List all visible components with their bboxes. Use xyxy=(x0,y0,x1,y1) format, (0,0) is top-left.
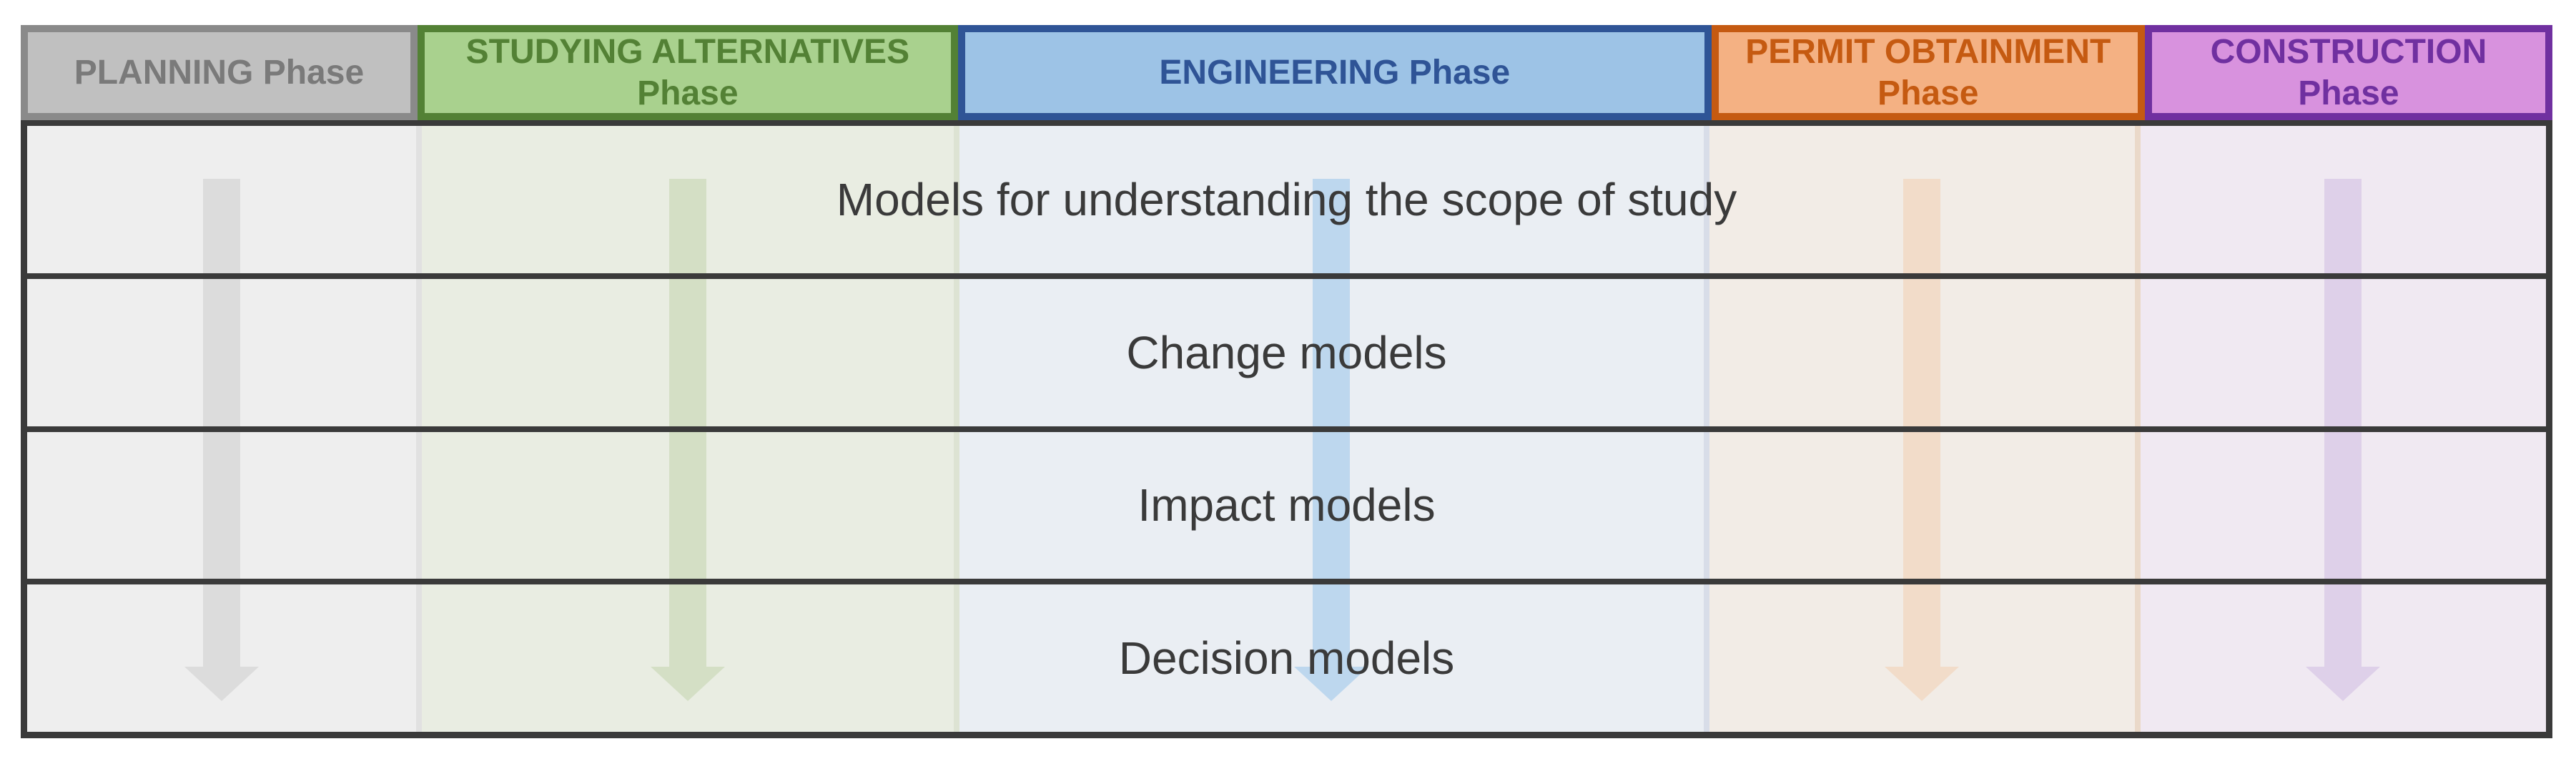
model-row-label: Decision models xyxy=(1118,632,1455,685)
model-row-decision-models: Decision models xyxy=(27,579,2546,732)
phase-header-label: CONSTRUCTION Phase xyxy=(2210,32,2487,112)
down-arrow-engineering xyxy=(1294,179,1369,701)
down-arrow-shaft xyxy=(203,179,241,667)
phase-header-construction: CONSTRUCTION Phase xyxy=(2144,25,2552,120)
phase-header-label: ENGINEERING Phase xyxy=(1159,53,1511,92)
phase-header-label: STUDYING ALTERNATIVES Phase xyxy=(465,32,910,112)
down-arrow-shaft xyxy=(669,179,707,667)
diagram-body: Models for understanding the scope of st… xyxy=(21,120,2552,738)
down-arrow-permit-obtainment xyxy=(1885,179,1960,701)
down-arrow-construction xyxy=(2306,179,2381,701)
phase-header-label: PLANNING Phase xyxy=(74,53,365,92)
phase-header-row: PLANNING Phase STUDYING ALTERNATIVES Pha… xyxy=(21,25,2552,120)
down-arrow-shaft xyxy=(2324,179,2362,667)
phase-header-engineering: ENGINEERING Phase xyxy=(957,25,1712,120)
phase-header-studying-alternatives: STUDYING ALTERNATIVES Phase xyxy=(417,25,958,120)
down-arrow-studying-alternatives xyxy=(651,179,726,701)
down-arrow-head xyxy=(184,667,260,701)
down-arrow-head xyxy=(651,667,726,701)
phase-header-permit-obtainment: PERMIT OBTAINMENT Phase xyxy=(1711,25,2145,120)
down-arrow-shaft xyxy=(1903,179,1941,667)
phase-header-label: PERMIT OBTAINMENT Phase xyxy=(1745,32,2111,112)
model-rows: Models for understanding the scope of st… xyxy=(27,126,2546,732)
down-arrow-head xyxy=(1885,667,1960,701)
model-row-label: Change models xyxy=(1126,326,1447,378)
model-row-impact-models: Impact models xyxy=(27,426,2546,579)
down-arrow-head xyxy=(1294,667,1369,701)
down-arrow-head xyxy=(2306,667,2381,701)
model-row-label: Impact models xyxy=(1138,479,1436,532)
down-arrow-planning xyxy=(184,179,260,701)
phases-models-diagram: PLANNING Phase STUDYING ALTERNATIVES Pha… xyxy=(21,25,2552,738)
down-arrow-shaft xyxy=(1313,179,1351,667)
model-row-change-models: Change models xyxy=(27,273,2546,426)
phase-header-planning: PLANNING Phase xyxy=(21,25,418,120)
model-row-label: Models for understanding the scope of st… xyxy=(836,173,1737,225)
model-row-scope-of-study: Models for understanding the scope of st… xyxy=(27,126,2546,273)
